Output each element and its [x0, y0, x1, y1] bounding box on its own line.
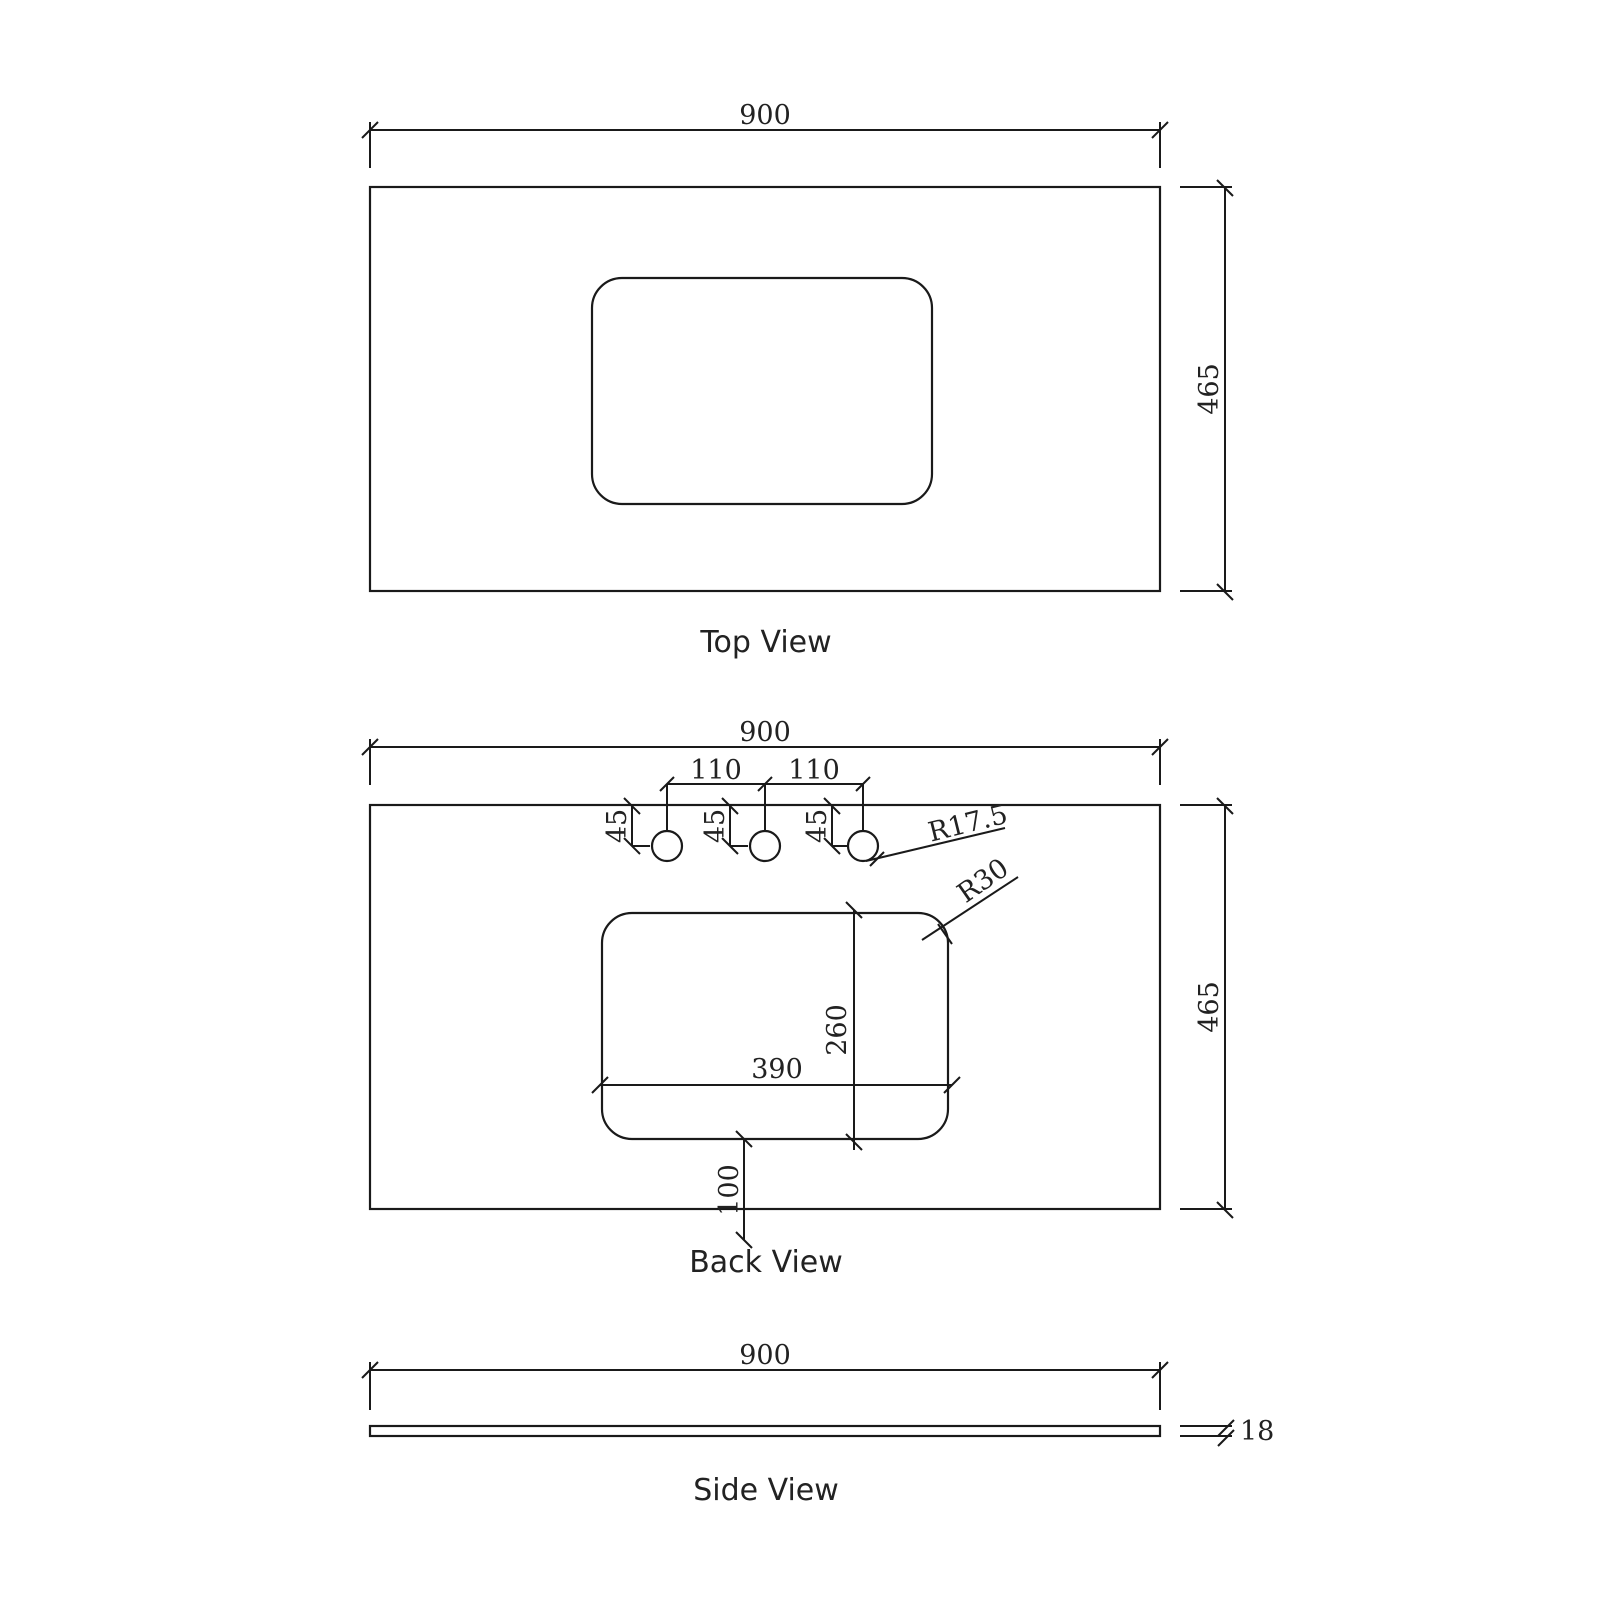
basin-front-offset-label: 100	[714, 1164, 745, 1216]
tap-hole-3-offset-label: 45	[802, 809, 833, 843]
basin-width-label: 260	[822, 1004, 853, 1056]
top-depth-label: 465	[1194, 363, 1225, 415]
top-depth-dimension: 465	[1180, 179, 1234, 601]
side-thickness-dimension: 18	[1180, 1416, 1274, 1447]
tap-spacing-left-label: 110	[690, 755, 742, 786]
top-basin-outline	[590, 276, 934, 506]
tap-radius-callout: R17.5	[865, 799, 1011, 867]
top-view: 900 465 Top View	[361, 100, 1234, 660]
back-view-caption: Back View	[689, 1245, 843, 1280]
tap-radius-label: R17.5	[925, 799, 1011, 849]
top-width-dimension: 900	[361, 100, 1169, 168]
tap-spacing-dimension: 110 110	[659, 755, 871, 830]
side-width-label: 900	[739, 1340, 791, 1371]
side-width-dimension: 900	[361, 1340, 1169, 1410]
side-view-caption: Side View	[693, 1473, 839, 1508]
basin-length-dimension: 390	[591, 1054, 961, 1094]
tap-hole-1-offset-label: 45	[602, 809, 633, 843]
tap-spacing-right-label: 110	[788, 755, 840, 786]
back-view: 900 110 110 45	[361, 717, 1234, 1280]
top-view-caption: Top View	[699, 625, 831, 660]
back-slab-outline	[368, 803, 1162, 1211]
basin-width-dimension: 260	[822, 901, 863, 1151]
basin-length-label: 390	[751, 1054, 803, 1085]
top-slab-outline	[368, 185, 1162, 593]
back-width-dimension: 900	[361, 717, 1169, 785]
back-depth-dimension: 465	[1180, 797, 1234, 1219]
tap-hole-1: 45	[602, 797, 684, 863]
side-view: 900 18 Side View	[361, 1340, 1274, 1508]
top-width-label: 900	[739, 100, 791, 131]
back-basin-outline	[600, 911, 950, 1141]
tap-hole-2: 45	[700, 797, 782, 863]
basin-radius-callout: R30	[921, 853, 1019, 945]
tap-hole-3: 45	[802, 797, 880, 863]
back-width-label: 900	[739, 717, 791, 748]
side-slab-outline	[368, 1424, 1162, 1438]
back-depth-label: 465	[1194, 981, 1225, 1033]
tap-hole-2-offset-label: 45	[700, 809, 731, 843]
basin-front-offset-dimension: 100	[714, 1130, 753, 1249]
side-thickness-label: 18	[1240, 1416, 1274, 1447]
